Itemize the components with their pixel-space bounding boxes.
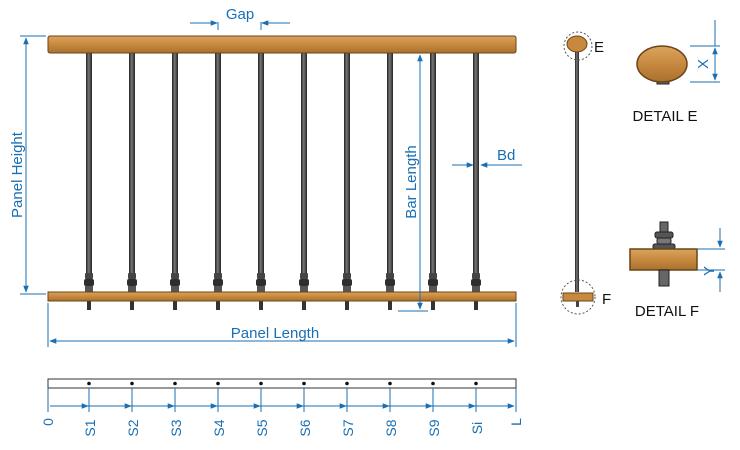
detail-e-callout: [563, 31, 593, 61]
panel-length-label: Panel Length: [231, 325, 319, 342]
plan-arrows: [50, 388, 515, 412]
bar-diameter-label: Bd: [497, 147, 515, 164]
station-label: S7: [340, 419, 356, 436]
y-dimension-label: Y: [701, 266, 718, 276]
gap-label: Gap: [226, 6, 254, 23]
station-label: S2: [125, 419, 141, 436]
detail-e-marker: E: [594, 39, 604, 56]
plan-bar-dot: [302, 381, 306, 386]
plan-bar-dot: [87, 381, 91, 386]
plan-bar-dot: [216, 381, 220, 386]
plan-bar-dot: [474, 381, 478, 386]
baluster-bar: [170, 53, 180, 310]
baluster-bar: [213, 53, 223, 310]
x-dimension-label: X: [695, 59, 712, 69]
side-bar: [575, 52, 579, 292]
bar-diameter-dimension: Bd: [452, 147, 522, 168]
station-label: S1: [82, 419, 98, 436]
side-bolt: [576, 301, 579, 307]
side-bottom-rail: [562, 292, 594, 302]
baluster-bar: [385, 53, 395, 310]
baluster-bar: [127, 53, 137, 310]
detail-f-marker: F: [602, 291, 611, 308]
baluster-bar: [299, 53, 309, 310]
plan-bar-dot: [173, 381, 177, 386]
baluster-bar: [84, 53, 94, 310]
station-labels: S1 S2 S3 S4 S5 S6 S7 S8 S9 Si: [82, 419, 485, 436]
bar-length-dimension: Bar Length: [398, 54, 428, 312]
plan-bar-dot: [345, 381, 349, 386]
station-label: S8: [383, 419, 399, 436]
detail-e-rail: [636, 45, 688, 83]
plan-bar-dot: [130, 381, 134, 386]
bar-length-label: Bar Length: [403, 145, 420, 218]
bottom-rail: [47, 291, 517, 302]
detail-f-bolt: [658, 269, 670, 287]
baluster-bar: [256, 53, 266, 310]
station-label: S9: [426, 419, 442, 436]
main-panel-elevation: [47, 35, 517, 310]
bars-group: [84, 53, 481, 310]
panel-length-dimension: Panel Length: [47, 303, 517, 347]
detail-f-callout: [560, 279, 596, 315]
station-label: Si: [469, 422, 485, 434]
baluster-bar: [428, 53, 438, 310]
baluster-bar: [471, 53, 481, 310]
side-top-rail: [566, 35, 588, 53]
axis-end-label: L: [508, 418, 524, 426]
panel-height-dimension: Panel Height: [9, 35, 46, 295]
axis-start-label: 0: [40, 418, 56, 426]
plan-bar-dot: [388, 381, 392, 386]
plan-bar-dot: [259, 381, 263, 386]
detail-e-title: DETAIL E: [632, 108, 697, 125]
plan-rail: [47, 378, 517, 389]
top-rail: [47, 35, 517, 54]
panel-height-label: Panel Height: [9, 131, 26, 218]
side-section-view: E F: [560, 31, 611, 315]
station-label: S3: [168, 419, 184, 436]
spacing-plan: 0 L S1 S2 S3 S4 S5 S6 S7 S8 S9 Si: [40, 378, 524, 437]
station-label: S6: [297, 419, 313, 436]
detail-f-rail: [629, 248, 698, 271]
plan-dots: [87, 381, 478, 386]
plan-bar-dot: [431, 381, 435, 386]
gap-dimension: Gap: [190, 6, 290, 30]
detail-f: Y DETAIL F: [629, 221, 725, 320]
detail-e: X DETAIL E: [632, 20, 720, 125]
station-label: S4: [211, 419, 227, 436]
station-label: S5: [254, 419, 270, 436]
baluster-bar: [342, 53, 352, 310]
detail-f-title: DETAIL F: [635, 303, 699, 320]
